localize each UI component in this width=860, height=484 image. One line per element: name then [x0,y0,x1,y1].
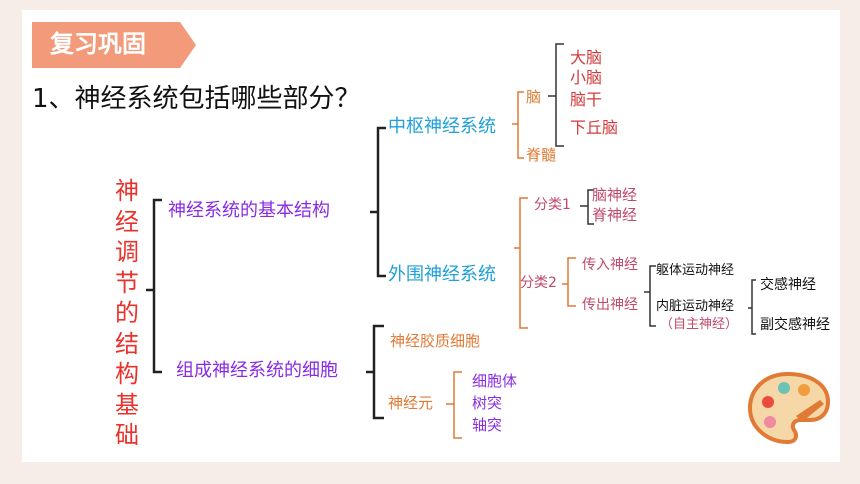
pns-class1: 分类1 [534,197,571,213]
branch-cells: 组成神经系统的细胞 [176,360,338,381]
neuron-part-axon: 轴突 [472,416,503,434]
spinal-nerves: 脊神经 [592,206,638,224]
pns-title: 外围神经系统 [388,264,496,285]
neuron-part-dendrite: 树突 [472,394,503,412]
cns-title: 中枢神经系统 [388,116,496,137]
badge-shape [32,22,196,68]
autonomic-nerves-note: （自主神经） [660,317,739,332]
afferent-nerves: 传入神经 [582,257,638,273]
branch-basic-structure: 神经系统的基本结构 [168,200,330,221]
cns-brain: 脑 [526,88,542,106]
brain-part-hypothalamus: 下丘脑 [570,118,619,137]
parasympathetic-nerves: 副交感神经 [760,317,830,333]
brain-part-brainstem: 脑干 [570,90,603,109]
visceral-motor-nerves: 内脏运动神经 [656,299,735,314]
glial-cells: 神经胶质细胞 [390,332,481,350]
brain-part-cerebrum: 大脑 [570,48,603,67]
somatic-motor-nerves: 躯体运动神经 [656,263,735,278]
pns-class2: 分类2 [520,275,557,291]
neuron-part-soma: 细胞体 [472,372,518,390]
brain-part-cerebellum: 小脑 [570,68,603,87]
slide-canvas [22,10,840,462]
efferent-nerves: 传出神经 [582,297,638,313]
sub-brackets [446,91,576,439]
sympathetic-nerves: 交感神经 [760,277,816,293]
neuron: 神经元 [388,394,434,412]
review-badge: 复习巩固 [32,22,196,68]
cranial-nerves: 脑神经 [592,186,638,204]
palette-icon [747,371,831,445]
leaf-brackets [548,43,756,335]
root-title: 神经调节的结构基础 [115,177,139,449]
cns-spinal-cord: 脊髓 [526,146,557,164]
question-title: 1、神经系统包括哪些部分？ [32,84,361,114]
badge-label: 复习巩固 [50,30,146,58]
main-brackets [146,126,386,420]
